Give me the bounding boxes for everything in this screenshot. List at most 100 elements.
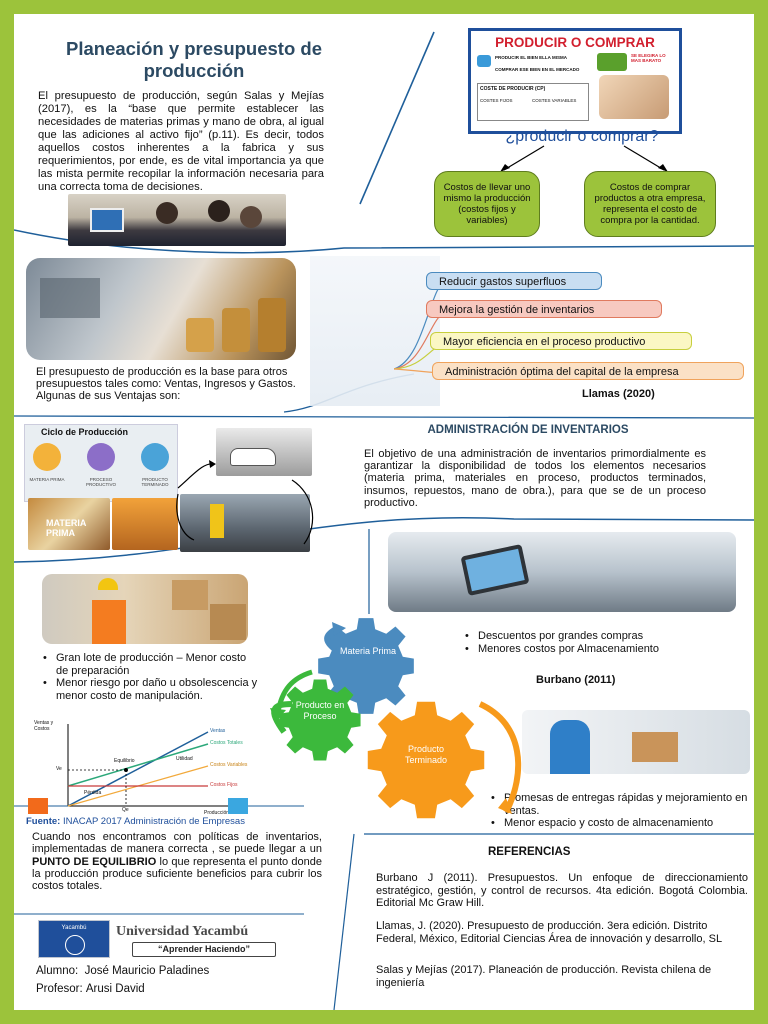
- tablet: [460, 543, 530, 597]
- coin-stack: [258, 298, 286, 352]
- break-even-text-b: lo que representa el punto donde la prod…: [32, 855, 322, 893]
- coins-photo: [26, 258, 296, 360]
- professor-name: Arusi David: [85, 983, 145, 995]
- warehouse-tablet-photo: [388, 532, 736, 612]
- meeting-photo: [68, 194, 286, 246]
- banner-title: PRODUCIR O COMPRAR: [495, 35, 655, 50]
- break-even-bold: PUNTO DE EQUILIBRIO: [32, 855, 157, 868]
- label-equilibrio: Equilibrio: [114, 758, 135, 764]
- person-head: [156, 202, 178, 224]
- seal-emblem-icon: [65, 935, 85, 955]
- gear-label-terminado: Producto Terminado: [404, 744, 448, 765]
- advantages-citation: Llamas (2020): [582, 388, 655, 400]
- inventory-bullets-left: Gran lote de producción – Menor costo de…: [42, 652, 258, 702]
- legend-costos-variables: Costos Variables: [210, 762, 248, 768]
- bullet-item: Descuentos por grandes compras: [465, 630, 748, 643]
- buy-cost-oval: Costos de comprar productos a otra empre…: [584, 171, 716, 237]
- break-even-text: Cuando nos encontramos con políticas de …: [32, 831, 322, 892]
- cycle-label: MATERIA PRIMA: [29, 477, 65, 482]
- seal-text: Yacambú: [61, 925, 87, 931]
- banner-fixed: COSTES FIJOS: [480, 98, 513, 103]
- legend-costos-totales: Costos Totales: [210, 740, 243, 746]
- make-or-buy-banner: PRODUCIR O COMPRAR PRODUCIR EL BIEN ELLA…: [468, 28, 682, 134]
- raw-material-overlay: MATERIA PRIMA: [46, 518, 86, 538]
- factory-silhouette: [40, 278, 100, 318]
- production-cycle-image: Ciclo de Producción MATERIA PRIMA PROCES…: [24, 424, 178, 502]
- bullet-item: Menor espacio y costo de almacenamiento: [491, 817, 754, 830]
- source-label: Fuente:: [26, 816, 61, 827]
- tablet-screen: [465, 548, 525, 592]
- label-utilidad: Utilidad: [176, 756, 193, 762]
- inventory-text: El objetivo de una administración de inv…: [364, 448, 706, 509]
- hand-writing-photo: [599, 75, 669, 119]
- worker-boxes-photo: [42, 574, 248, 644]
- poster: Planeación y presupuesto de producción E…: [14, 14, 754, 1010]
- label-perdida: Pérdida: [84, 790, 102, 796]
- person-head: [240, 206, 262, 228]
- chart-source: Fuente: INACAP 2017 Administración de Em…: [26, 816, 245, 827]
- robot-arm: [210, 504, 224, 538]
- legend-ventas: Ventas: [210, 728, 226, 734]
- chart-y-label: Ventas y Costos: [34, 720, 54, 732]
- process-icon: [87, 443, 115, 471]
- student-line: Alumno: José Mauricio Paladines: [36, 965, 209, 977]
- bullet-item: Menores costos por Almacenamiento: [465, 643, 748, 656]
- reference-item: Burbano J (2011). Presupuestos. Un enfoq…: [376, 872, 748, 909]
- intro-text: El presupuesto de producción, según Sala…: [38, 90, 324, 193]
- break-even-chart: Ventas y Costos Ventas Costos Totales Co…: [28, 718, 250, 818]
- arrow-icon: [477, 55, 491, 67]
- raw-materials-photo: MATERIA PRIMA: [28, 498, 110, 550]
- label-ve: Ve: [56, 766, 62, 772]
- bullet-item: Gran lote de producción – Menor costo de…: [43, 652, 258, 677]
- product-icon: [141, 443, 169, 471]
- box: [172, 580, 208, 610]
- inventory-heading: ADMINISTRACIÓN DE INVENTARIOS: [427, 424, 629, 436]
- banner-variable: COSTES VARIABLES: [532, 98, 577, 103]
- reference-item: Llamas, J. (2020). Presupuesto de produc…: [376, 920, 723, 945]
- professor-label: Profesor:: [36, 983, 83, 995]
- laptop-screen: [90, 208, 124, 232]
- box: [210, 604, 246, 640]
- inventory-citation: Burbano (2011): [536, 674, 616, 686]
- reference-item: Salas y Mejías (2017). Planeación de pro…: [376, 964, 712, 989]
- inventory-bullets-right-top: Descuentos por grandes compras Menores c…: [464, 630, 748, 655]
- banner-line-1: PRODUCIR EL BIEN ELLA MISMA: [495, 55, 568, 60]
- break-even-text-a: Cuando nos encontramos con políticas de …: [32, 831, 322, 856]
- question-arrows: [500, 145, 668, 172]
- ventas-line: [67, 731, 209, 807]
- make-cost-oval: Costos de llevar uno mismo la producción…: [434, 171, 540, 237]
- student-label: Alumno:: [36, 965, 79, 977]
- professor-line: Profesor: Arusi David: [36, 983, 145, 995]
- coin-stack: [186, 318, 214, 352]
- banner-cost-box: COSTE DE PRODUCIR (CP) COSTES FIJOS COST…: [477, 83, 589, 121]
- car-shape: [230, 448, 276, 466]
- car-showroom-photo: [216, 428, 312, 476]
- cycle-title: Ciclo de Producción: [41, 427, 129, 437]
- raw-material-icon: [33, 443, 61, 471]
- chart-x-label: Producción: [204, 810, 230, 816]
- make-or-buy-question: ¿producir o comprar?: [505, 128, 659, 145]
- person-head: [208, 200, 230, 222]
- banner-right: SE ELEGIRA LO MAS BARATO: [631, 53, 666, 63]
- bullet-item: Promesas de entregas rápidas y mejoramie…: [491, 792, 754, 817]
- cycle-label: PRODUCTO TERMINADO: [141, 477, 169, 487]
- source-text: INACAP 2017 Administración de Empresas: [62, 816, 245, 827]
- advantage-item: Mejora la gestión de inventarios: [426, 300, 662, 318]
- coin-stack: [222, 308, 250, 352]
- break-even-svg: [67, 724, 242, 807]
- corner-square-orange: [28, 798, 48, 814]
- page-title: Planeación y presupuesto de producción: [66, 38, 322, 81]
- advantage-item: Mayor eficiencia en el proceso productiv…: [430, 332, 692, 350]
- cycle-label: PROCESO PRODUCTIVO: [85, 477, 116, 487]
- inventory-bullets-right-bottom: Promesas de entregas rápidas y mejoramie…: [490, 792, 754, 830]
- safety-vest: [92, 600, 126, 644]
- advantage-item: Reducir gastos superfluos: [426, 272, 602, 290]
- cycle-arrows: [176, 460, 314, 545]
- banner-line-2: COMPRAR ESE BIEN EN EL MERCADO: [495, 67, 580, 72]
- courier-uniform: [550, 720, 590, 774]
- green-arrow: [270, 669, 313, 722]
- advantage-item: Administración óptima del capital de la …: [432, 362, 744, 380]
- corner-square-blue: [228, 798, 248, 814]
- chart-background-image: [310, 256, 440, 406]
- bullet-item: Menor riesgo por daño u obsolescencia y …: [43, 677, 258, 702]
